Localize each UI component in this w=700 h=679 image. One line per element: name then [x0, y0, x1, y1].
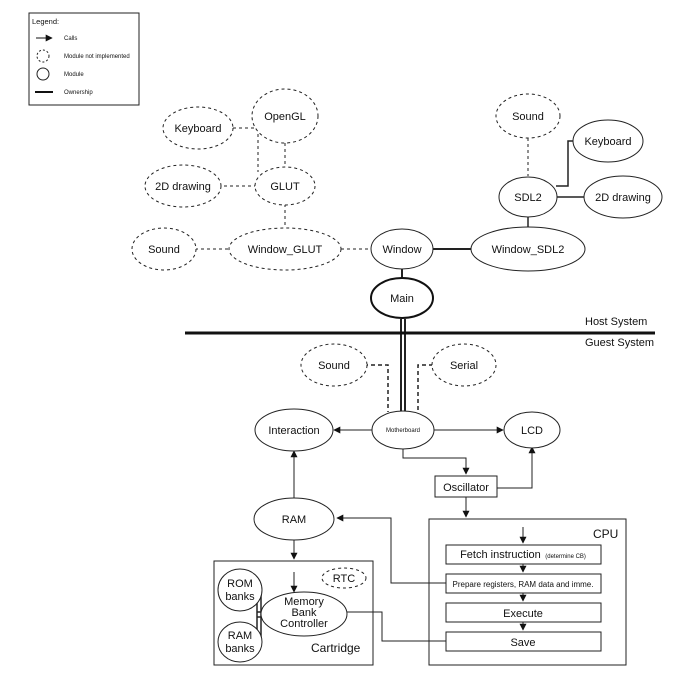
legend-module-label: Module	[64, 72, 84, 78]
window-node: Window	[370, 228, 434, 270]
mbc-line3: Controller	[280, 618, 328, 630]
ramb-line2: banks	[225, 643, 255, 655]
save-box	[445, 631, 602, 652]
lcd-node: LCD	[503, 411, 561, 449]
ram-node: RAM	[253, 497, 335, 541]
cartridge-frame	[213, 560, 374, 666]
legend: Legend: Calls Module not implemented Mod…	[28, 12, 140, 106]
motherboard-node: Motherboard	[371, 410, 435, 450]
prepare-to-ram-arrow	[336, 514, 446, 584]
legend-circle-icon	[36, 67, 50, 81]
window-sdl2-node: Window_SDL2	[470, 226, 586, 272]
oscillator-label: Oscillator	[443, 482, 489, 494]
drawing-sdl2-node: 2D drawing	[583, 175, 663, 219]
keyboard-sdl2-label: Keyboard	[584, 136, 631, 148]
rom-line2: banks	[225, 591, 255, 603]
guest-connections	[290, 364, 536, 642]
save-label: Save	[510, 637, 535, 649]
legend-title: Legend:	[32, 17, 59, 26]
rtc-node: RTC	[321, 567, 367, 589]
fetch-text: Fetch instruction (determine CB)	[460, 545, 586, 562]
legend-not-implemented-label: Module not implemented	[64, 54, 130, 60]
opengl-node: OpenGL	[251, 88, 319, 144]
sound-sdl2-node: Sound	[495, 93, 561, 139]
oscillator-to-lcd-arrow	[497, 446, 536, 489]
keyboard-glut-label: Keyboard	[174, 123, 221, 135]
cpu-title: CPU	[593, 527, 618, 541]
window-sdl2-label: Window_SDL2	[492, 244, 565, 256]
cpu-frame	[428, 518, 627, 666]
motherboard-label: Motherboard	[386, 428, 420, 434]
motherboard-to-oscillator-arrow	[402, 449, 470, 475]
ramb-line1: RAM	[228, 630, 252, 642]
host-system-label: Host System	[585, 316, 647, 328]
rtc-label: RTC	[333, 573, 355, 585]
fetch-note: (determine CB)	[545, 554, 586, 560]
mbc-line2: Bank	[291, 607, 317, 619]
ram-label: RAM	[282, 514, 306, 526]
legend-box	[28, 12, 140, 106]
keyboard-glut-node: Keyboard	[162, 106, 234, 150]
execute-label: Execute	[503, 608, 543, 620]
cartridge-title: Cartridge	[311, 641, 361, 655]
cpu-box: CPU Fetch instruction (determine CB) Pre…	[428, 518, 627, 666]
system-separator: Host System Guest System	[185, 316, 655, 349]
window-glut-node: Window_GLUT	[228, 227, 342, 271]
serial-label: Serial	[450, 360, 478, 372]
host-connections	[195, 127, 584, 415]
interaction-node: Interaction	[254, 408, 334, 452]
sound-sdl2-label: Sound	[512, 111, 544, 123]
interaction-label: Interaction	[268, 425, 319, 437]
main-label: Main	[390, 293, 414, 305]
serial-to-motherboard-link	[417, 364, 433, 412]
drawing-glut-label: 2D drawing	[155, 181, 211, 193]
sound-guest-node: Sound	[300, 343, 368, 387]
glut-node: GLUT	[254, 166, 316, 206]
main-node: Main	[370, 277, 434, 319]
glut-label: GLUT	[270, 181, 300, 193]
save-to-cartridge-arrow	[322, 608, 446, 642]
sound-guest-label: Sound	[318, 360, 350, 372]
sound-glut-label: Sound	[148, 244, 180, 256]
rom-line1: ROM	[227, 578, 253, 590]
prepare-label: Prepare registers, RAM data and imme.	[453, 580, 594, 589]
sound-to-motherboard-link	[364, 364, 389, 412]
keyboard-sdl2-node: Keyboard	[572, 119, 644, 163]
mbc-line1: Memory	[284, 596, 324, 608]
legend-calls-label: Calls	[64, 36, 77, 42]
legend-ownership-label: Ownership	[64, 90, 93, 96]
window-label: Window	[382, 244, 421, 256]
host-nodes: OpenGL Keyboard GLUT 2D drawing Sound Wi…	[131, 88, 663, 319]
legend-dashed-circle-icon	[36, 49, 50, 63]
lcd-label: LCD	[521, 425, 543, 437]
sdl2-label: SDL2	[514, 192, 542, 204]
sound-glut-node: Sound	[131, 227, 197, 271]
opengl-label: OpenGL	[264, 111, 306, 123]
guest-system-label: Guest System	[585, 337, 654, 349]
keyboard-to-sdl2-link	[556, 140, 573, 187]
fetch-label: Fetch instruction	[460, 549, 541, 561]
serial-node: Serial	[431, 343, 497, 387]
guest-nodes: Sound Serial Interaction Motherboard LCD…	[253, 343, 561, 541]
window-glut-label: Window_GLUT	[248, 244, 323, 256]
drawing-glut-node: 2D drawing	[144, 164, 222, 208]
oscillator-node: Oscillator	[434, 475, 498, 498]
drawing-sdl2-label: 2D drawing	[595, 192, 651, 204]
sdl2-node: SDL2	[498, 176, 558, 218]
